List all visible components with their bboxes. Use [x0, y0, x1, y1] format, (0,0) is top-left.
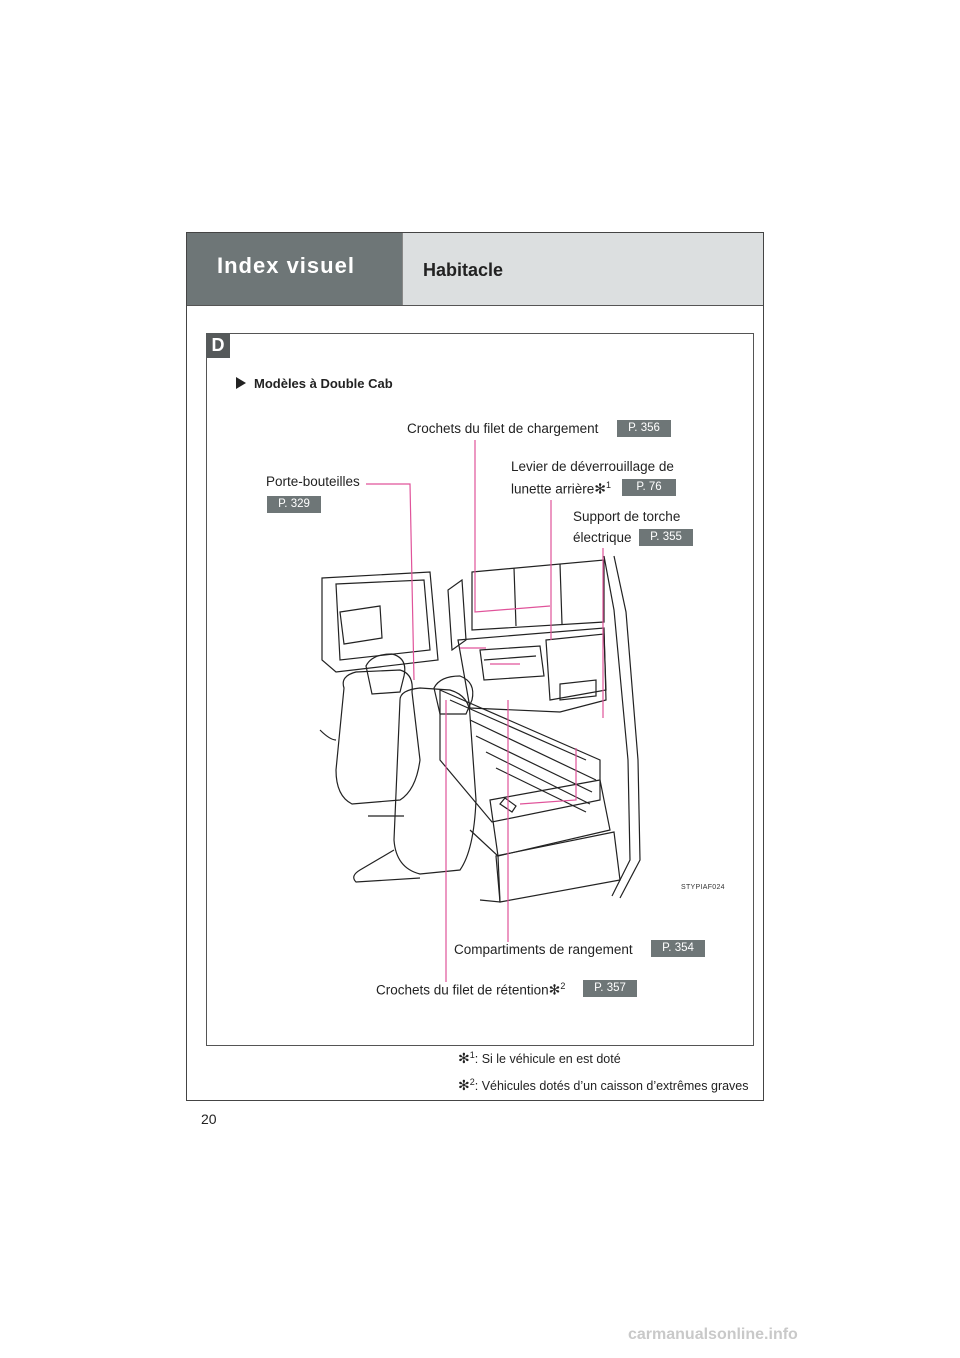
footnote-2: ✻2: Véhicules dotés d’un caisson d’extrê…: [458, 1077, 749, 1094]
section-title: Index visuel: [217, 253, 355, 278]
callout-levier-line2: lunette arrière✻1: [511, 480, 611, 498]
asterisk-icon: ✻: [548, 981, 561, 998]
page-ref-355[interactable]: P. 355: [639, 529, 693, 546]
page-ref-356[interactable]: P. 356: [617, 420, 671, 437]
footnote-1-sup: 1: [469, 1050, 475, 1060]
levier-sup: 1: [606, 480, 612, 490]
footnote-2-sup: 2: [469, 1077, 475, 1087]
page-ref-76[interactable]: P. 76: [622, 479, 676, 496]
model-subtitle: Modèles à Double Cab: [236, 376, 393, 391]
page-ref-357[interactable]: P. 357: [583, 980, 637, 997]
triangle-bullet-icon: [236, 377, 246, 389]
footnote-1: ✻1: Si le véhicule en est doté: [458, 1050, 621, 1067]
callout-compartiments: Compartiments de rangement: [454, 942, 633, 957]
section-letter-badge: D: [206, 333, 230, 358]
footnote-1-text: : Si le véhicule en est doté: [474, 1052, 621, 1067]
callout-support-line2: électrique: [573, 530, 632, 545]
model-subtitle-text: Modèles à Double Cab: [254, 376, 393, 391]
asterisk-icon: ✻: [594, 480, 607, 497]
asterisk-icon: ✻: [458, 1050, 470, 1067]
callout-porte-bouteilles: Porte-bouteilles: [266, 474, 360, 489]
callout-crochets-retention: Crochets du filet de rétention✻2: [376, 981, 565, 999]
callout-crochets-chargement: Crochets du filet de chargement: [407, 421, 599, 436]
section-tab: Index visuel: [187, 233, 402, 305]
watermark: carmanualsonline.info: [628, 1326, 798, 1343]
asterisk-icon: ✻: [458, 1077, 470, 1094]
callout-lines: [366, 440, 604, 982]
footnote-2-text: : Véhicules dotés d’un caisson d’extrême…: [474, 1079, 749, 1094]
interior-drawing: [319, 555, 641, 903]
levier-text: lunette arrière: [511, 481, 595, 497]
header-bar: Habitacle: [402, 233, 763, 305]
page-ref-329[interactable]: P. 329: [267, 496, 321, 513]
page-ref-354[interactable]: P. 354: [651, 940, 705, 957]
illustration-panel: [206, 333, 754, 1046]
page-frame: [186, 232, 764, 1101]
page-number: 20: [201, 1111, 217, 1127]
page-title: Habitacle: [423, 260, 504, 280]
retention-sup: 2: [560, 981, 566, 991]
callout-levier-line1: Levier de déverrouillage de: [511, 459, 674, 474]
retention-text: Crochets du filet de rétention: [376, 982, 549, 998]
image-code: STYPIAF024: [681, 884, 725, 891]
header-divider: [187, 305, 763, 306]
callout-support-line1: Support de torche: [573, 509, 681, 524]
